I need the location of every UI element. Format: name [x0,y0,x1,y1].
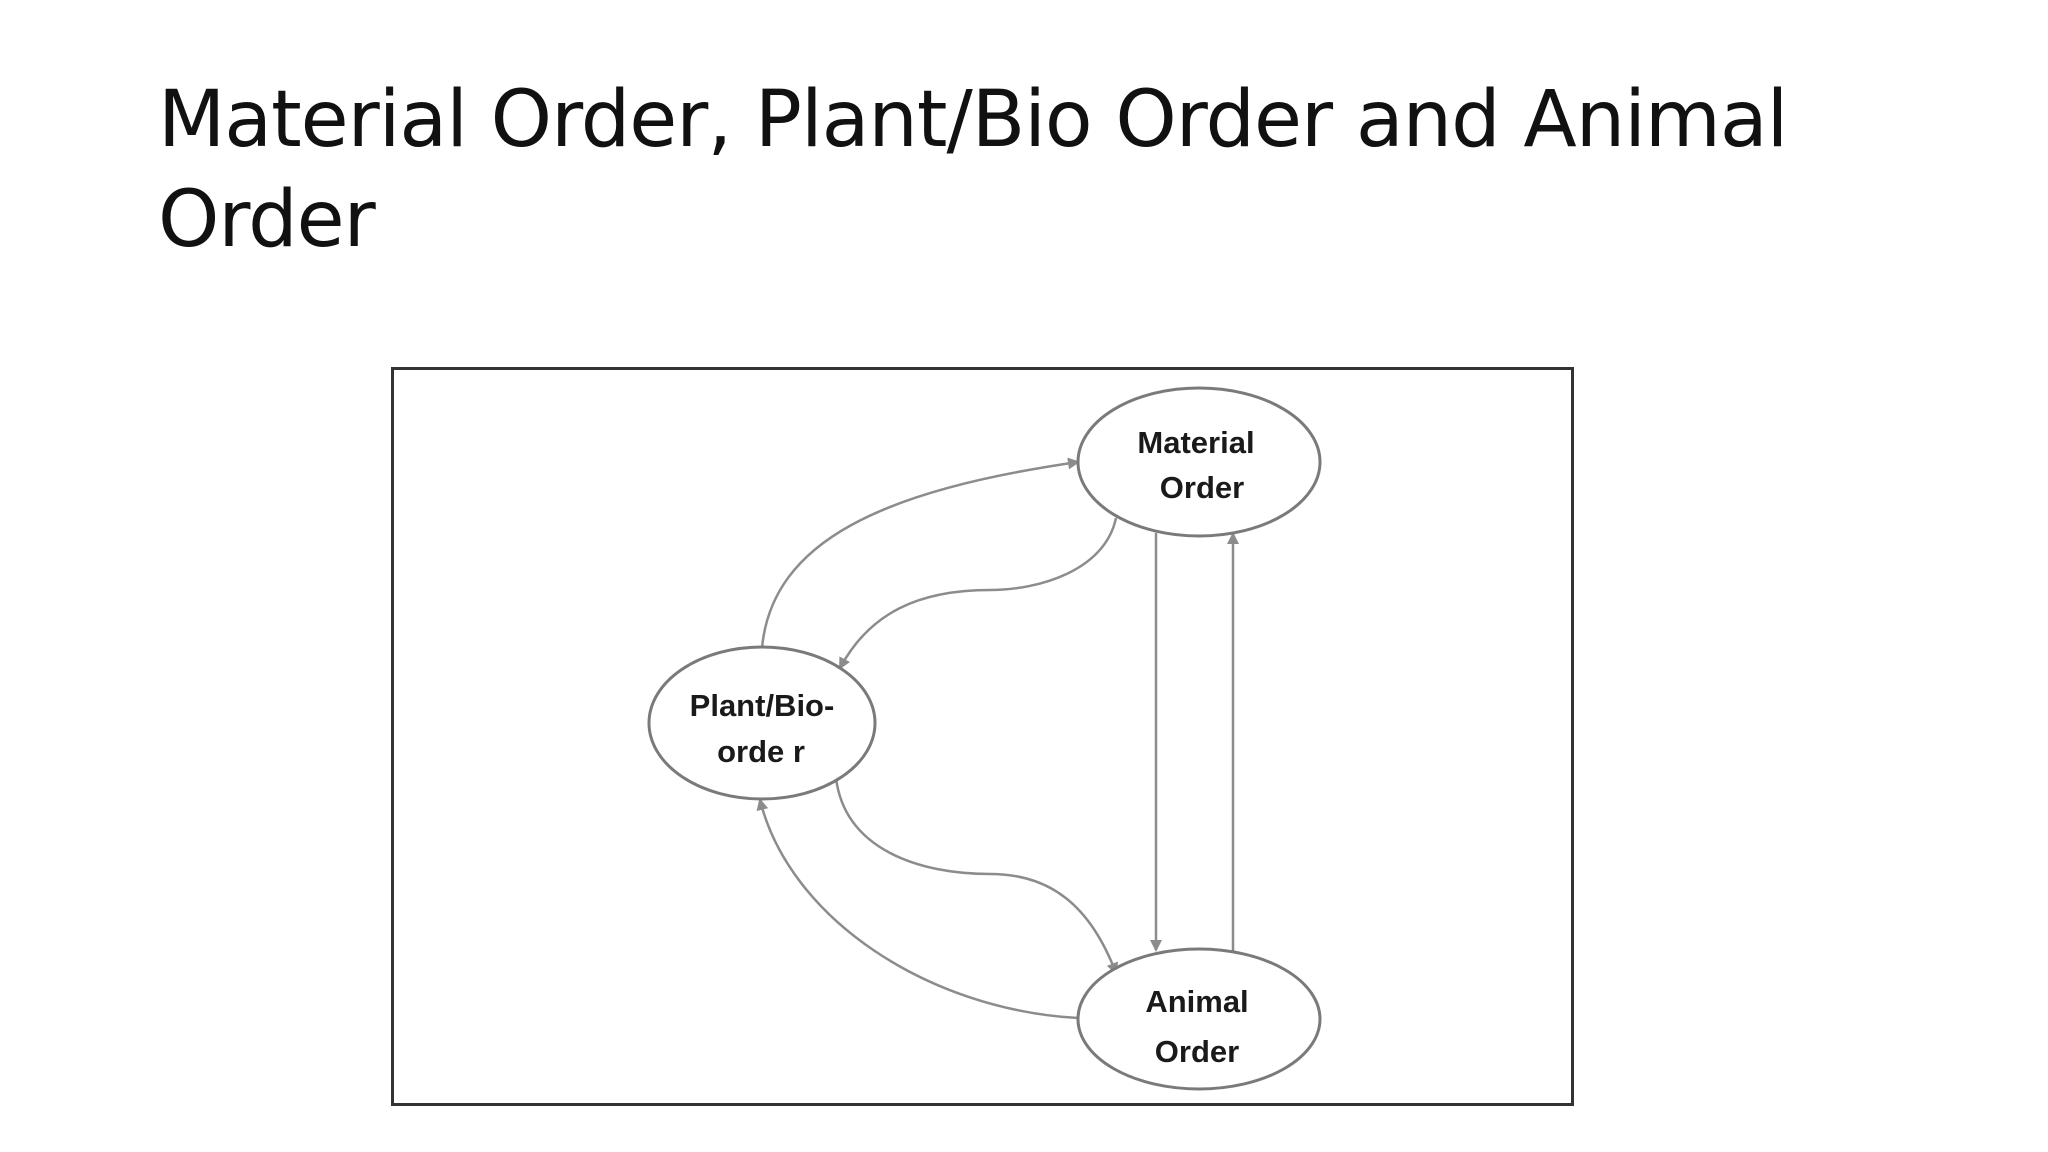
arrow-material-to-plant [838,517,1118,670]
node-plant-bio-order-label-2: orde r [717,734,805,769]
node-animal-order-label-2: Order [1155,1034,1239,1069]
slide-title-line-1: Material Order, Plant/Bio Order and Anim… [158,75,1788,165]
slide-title-line-2: Order [158,175,376,265]
node-material-order: Material Order [1076,386,1322,538]
node-animal-order-label-1: Animal [1145,984,1248,1019]
node-material-order-label-1: Material [1137,425,1254,460]
arrow-plant-to-material [760,457,1080,649]
node-plant-bio-order: Plant/Bio- orde r [647,645,877,801]
arrow-animal-to-plant [756,798,1079,1020]
node-material-order-label-2: Order [1160,470,1244,505]
arrow-plant-to-animal [834,777,1119,975]
node-animal-order: Animal Order [1076,947,1322,1091]
node-plant-bio-order-label-1: Plant/Bio- [690,688,835,723]
slide-title: Material Order, Plant/Bio Order and Anim… [158,70,1918,270]
diagram-frame [391,367,1574,1106]
